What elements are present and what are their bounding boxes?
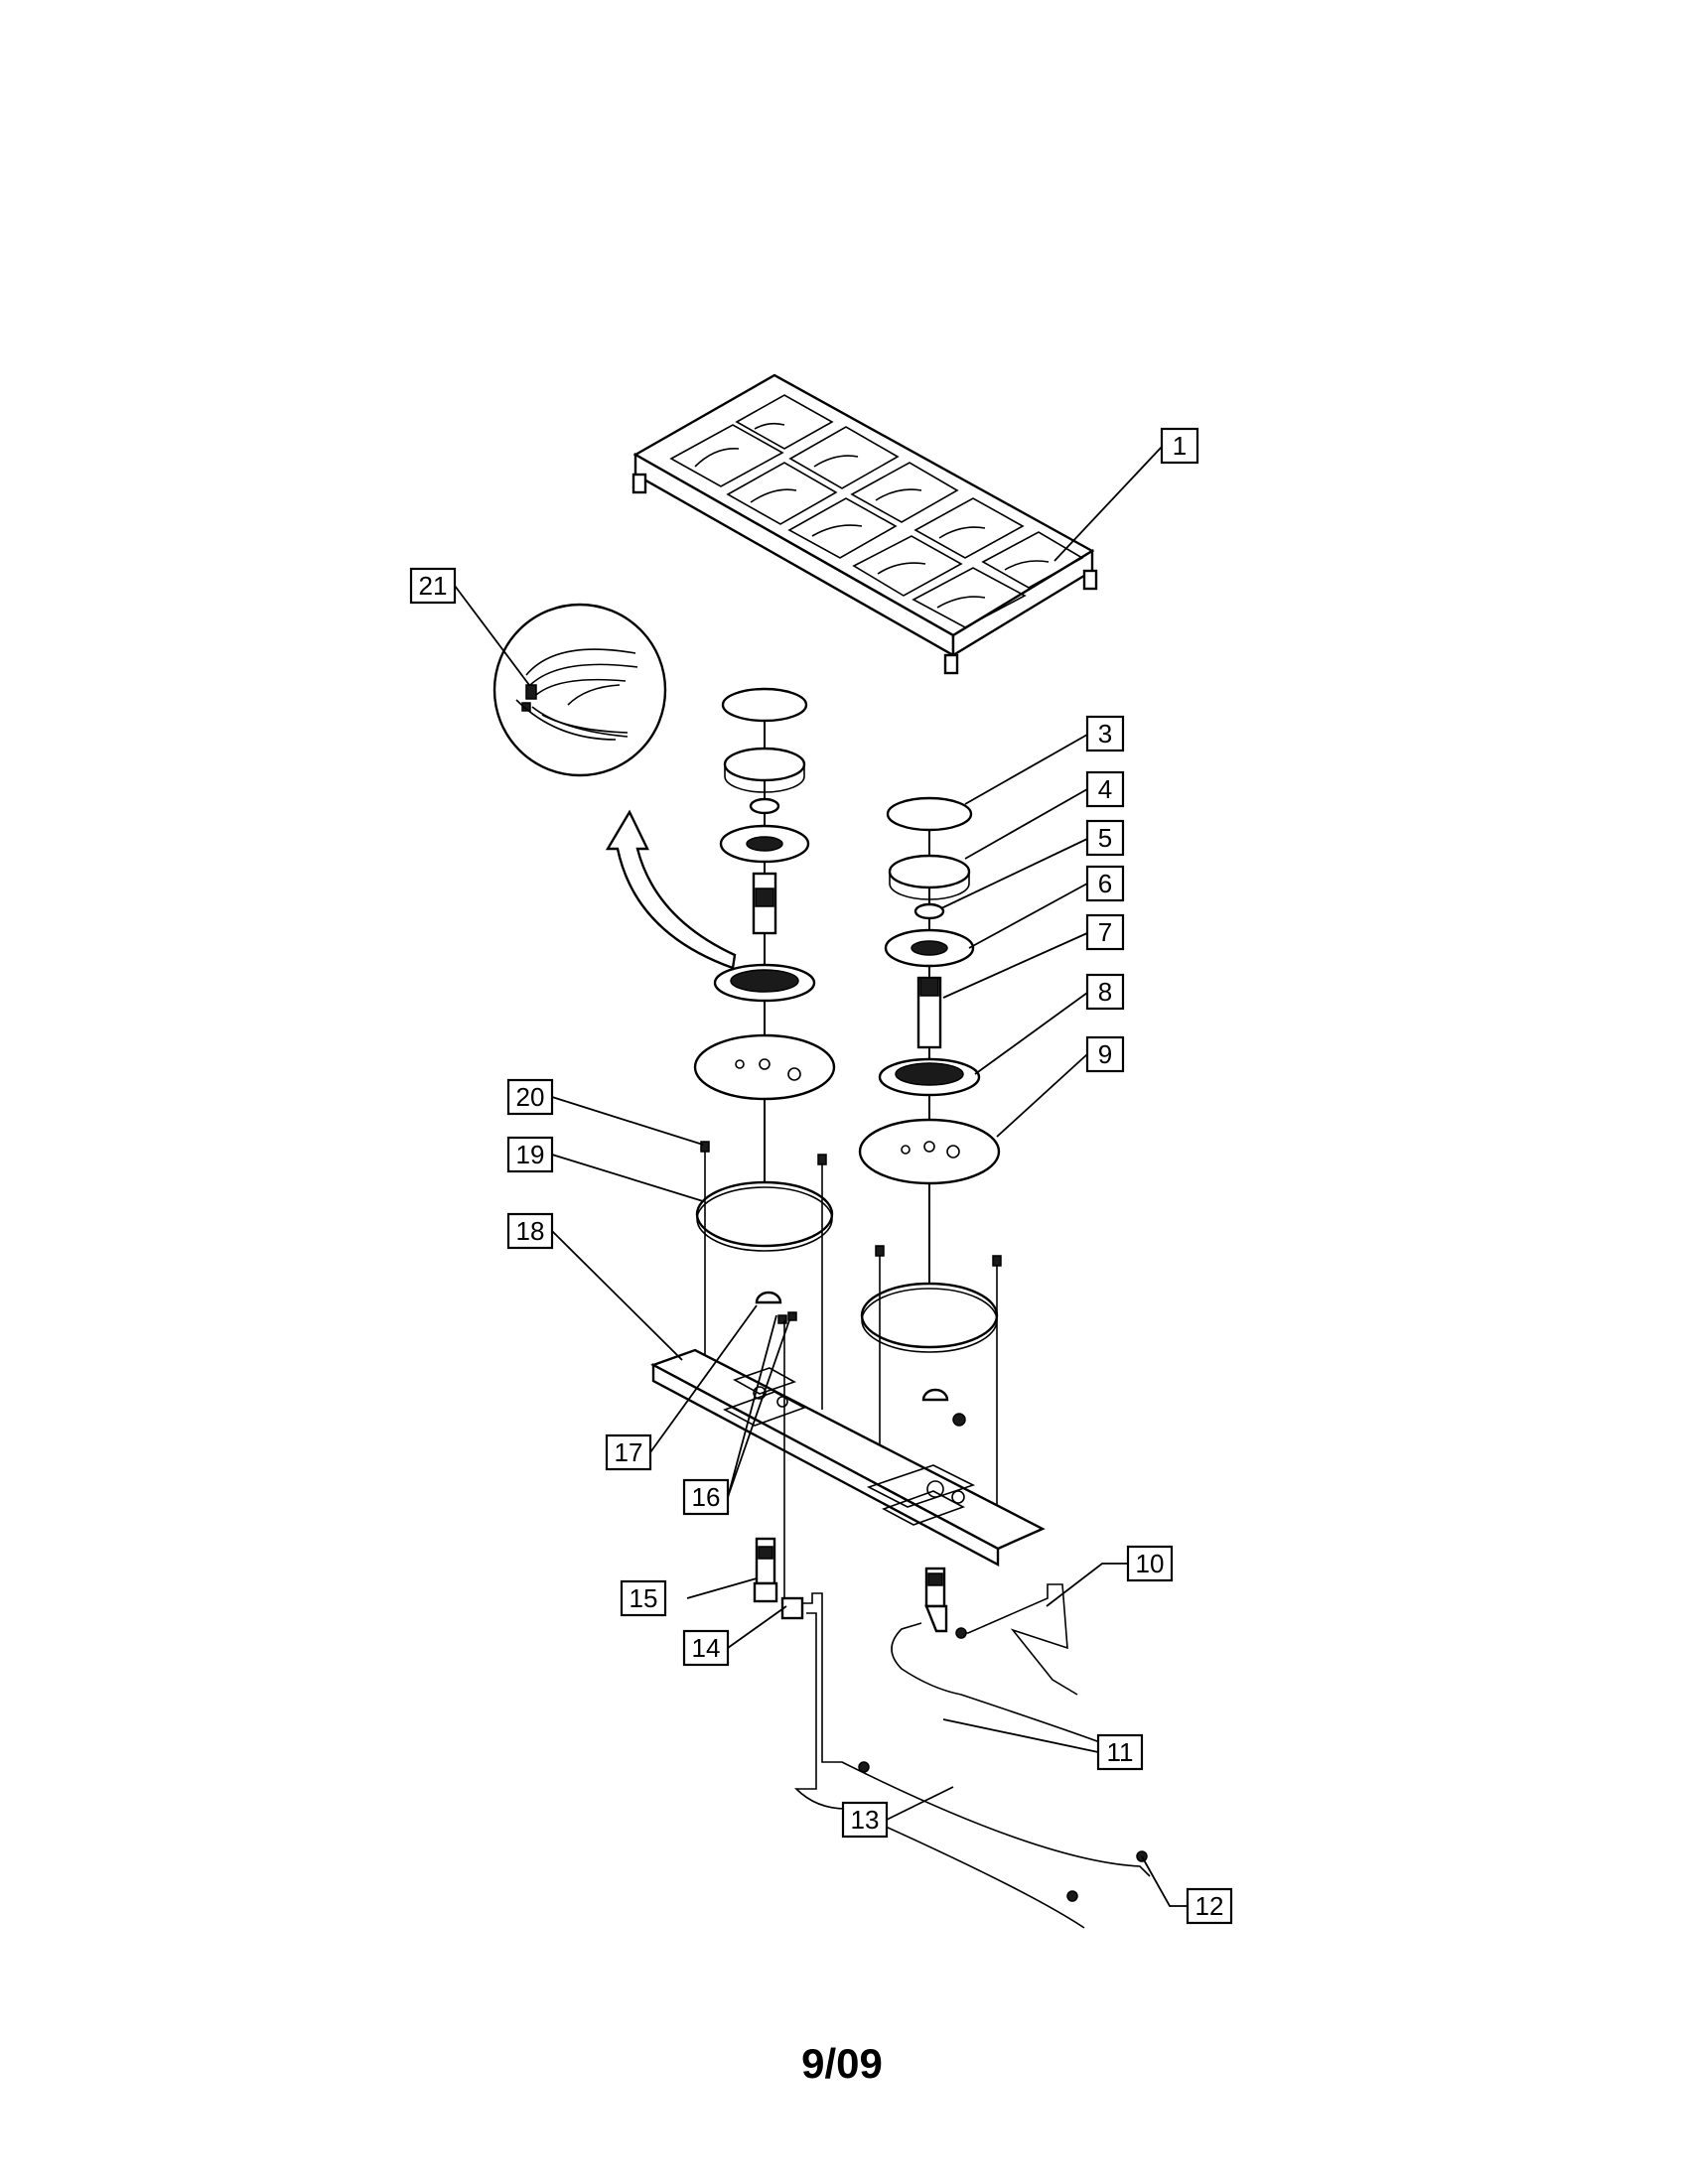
right-burner-stack [858,796,1001,1330]
valves-and-tubes [753,1320,1151,1929]
callout-20: 20 [506,1078,554,1116]
page-number: 9/09 [801,2040,883,2087]
svg-text:13: 13 [851,1805,880,1835]
callout-8: 8 [1085,973,1125,1011]
callout-15: 15 [620,1579,667,1617]
grate-part [632,373,1098,675]
bracket-plate [650,1291,1046,1567]
svg-text:20: 20 [516,1082,545,1112]
svg-text:19: 19 [516,1140,545,1169]
svg-text:3: 3 [1098,719,1112,749]
svg-text:16: 16 [692,1482,721,1512]
callout-19: 19 [506,1136,554,1173]
svg-text:18: 18 [516,1216,545,1246]
callout-21: 21 [409,567,457,605]
svg-text:7: 7 [1098,917,1112,947]
svg-text:1: 1 [1173,431,1187,461]
callout-10: 10 [1126,1545,1174,1582]
callout-12: 12 [1186,1887,1233,1925]
callout-13: 13 [841,1801,889,1839]
svg-text:21: 21 [419,571,448,601]
callout-7: 7 [1085,913,1125,951]
left-ring [695,1180,834,1252]
left-burner-stack [693,687,836,1213]
callout-6: 6 [1085,865,1125,902]
screws [700,1141,1002,1529]
callout-3: 3 [1085,715,1125,752]
callout-17: 17 [605,1433,652,1471]
callout-9: 9 [1085,1035,1125,1073]
svg-text:8: 8 [1098,977,1112,1007]
callout-5: 5 [1085,819,1125,857]
svg-text:11: 11 [1107,1737,1134,1767]
callout-11: 11 [1096,1733,1144,1771]
curved-arrow [605,809,737,970]
svg-text:15: 15 [630,1583,658,1613]
svg-text:4: 4 [1098,774,1112,804]
callout-14: 14 [682,1629,730,1667]
callout-4: 4 [1085,770,1125,808]
svg-text:9: 9 [1098,1039,1112,1069]
callout-18: 18 [506,1212,554,1250]
svg-text:6: 6 [1098,869,1112,898]
svg-text:5: 5 [1098,823,1112,853]
svg-text:14: 14 [692,1633,721,1663]
svg-text:17: 17 [615,1437,643,1467]
right-ring [860,1282,999,1353]
callout-16: 16 [682,1478,730,1516]
detail-inset [492,603,667,777]
callout-1: 1 [1160,427,1199,465]
svg-text:12: 12 [1195,1891,1224,1921]
svg-text:10: 10 [1136,1549,1165,1578]
leader-lines [454,446,1188,1907]
